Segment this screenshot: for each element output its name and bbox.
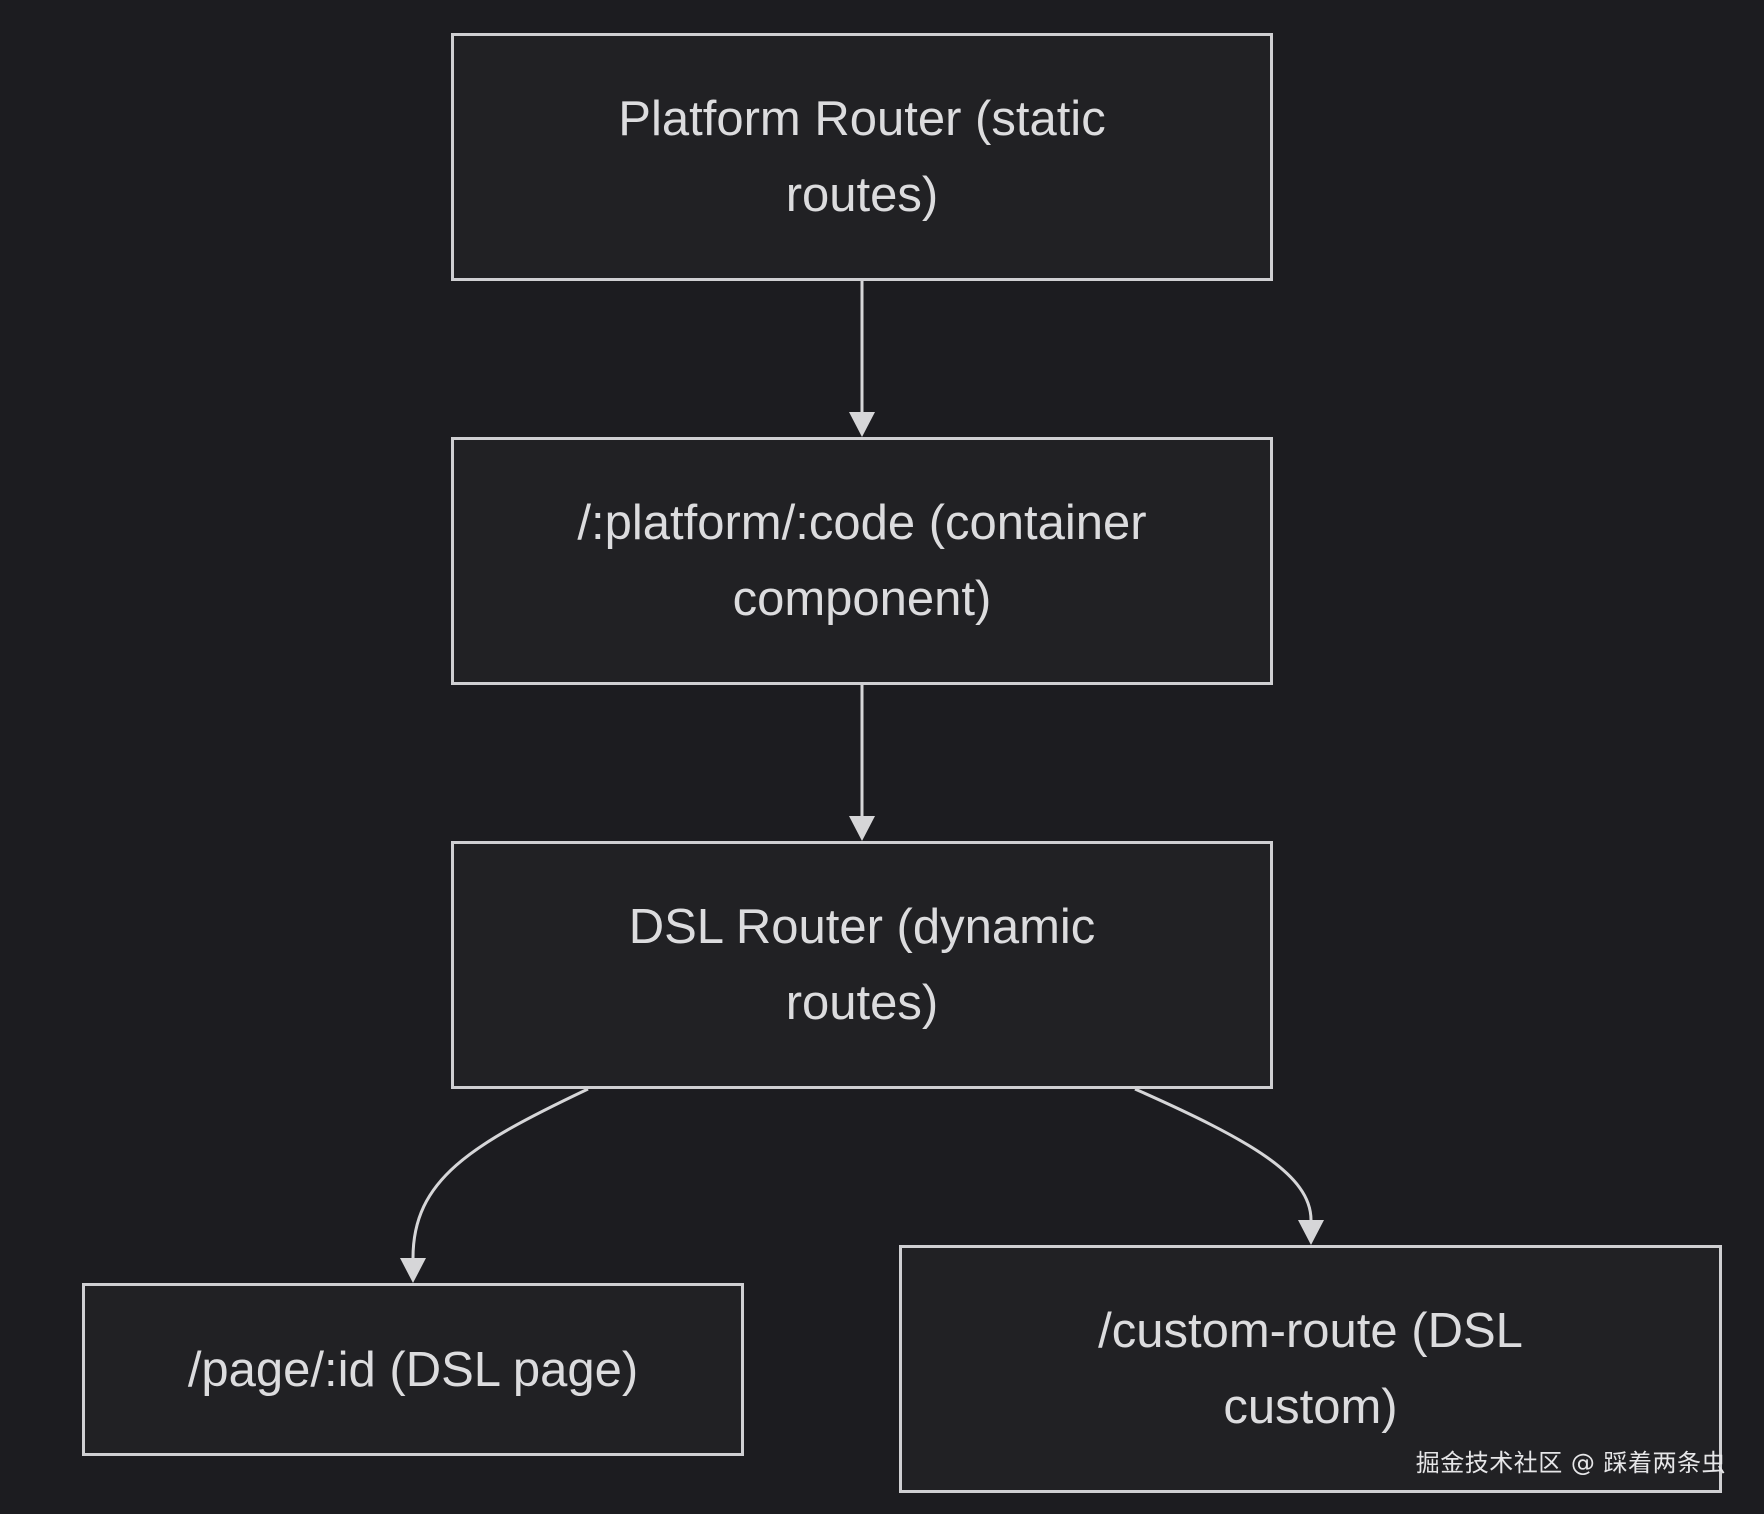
node-custom-route: /custom-route (DSL custom) <box>899 1245 1722 1493</box>
node-label-page-id: /page/:id (DSL page) <box>187 1342 639 1397</box>
node-label-custom-route: /custom-route (DSL custom) <box>1098 1304 1523 1434</box>
node-label-platform-code: /:platform/:code (container component) <box>577 496 1147 626</box>
edge-platform-code-to-dsl-router <box>849 685 875 841</box>
arrowhead-icon <box>849 816 875 841</box>
node-label-platform-router: Platform Router (static routes) <box>618 92 1106 222</box>
arrowhead-icon <box>849 412 875 437</box>
edge-platform-router-to-platform-code <box>849 281 875 437</box>
node-dsl-router: DSL Router (dynamic routes) <box>451 841 1273 1089</box>
node-label-dsl-router: DSL Router (dynamic routes) <box>628 900 1096 1030</box>
node-platform-code: /:platform/:code (container component) <box>451 437 1273 685</box>
node-page-id: /page/:id (DSL page) <box>82 1283 744 1456</box>
arrowhead-icon <box>400 1258 426 1283</box>
arrowhead-icon <box>1298 1220 1324 1245</box>
node-platform-router: Platform Router (static routes) <box>451 33 1273 281</box>
watermark: 掘金技术社区 @ 踩着两条虫 <box>1415 1449 1726 1477</box>
edge-dsl-router-to-page-id <box>400 1087 589 1283</box>
edge-dsl-router-to-custom-route <box>1134 1087 1324 1245</box>
